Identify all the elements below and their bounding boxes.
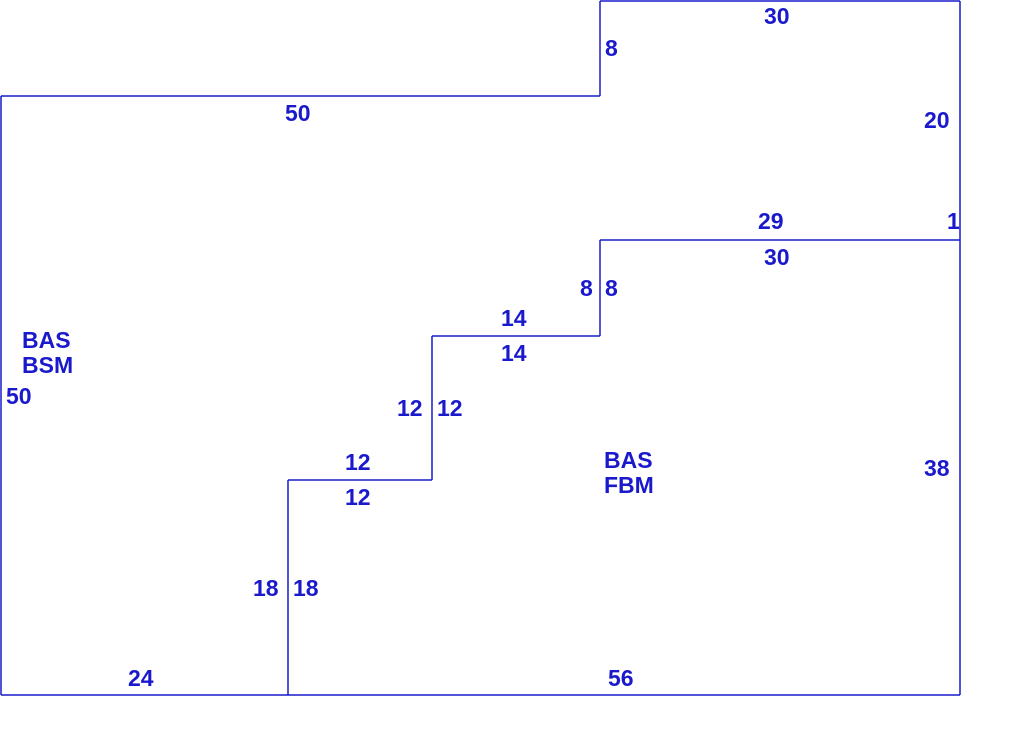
dimension-label-upper-left-step: 8 (605, 35, 618, 61)
dimension-label-step4-lower: 12 (345, 484, 371, 510)
dimension-label-step3-right: 12 (437, 395, 463, 421)
dimension-label-step1-right: 8 (605, 275, 618, 301)
area-label-fbm-line2: FBM (604, 472, 654, 498)
dimension-label-left-side: 50 (6, 383, 32, 409)
dimension-label-step5-left: 18 (253, 575, 279, 601)
area-label-bsm-line2: BSM (22, 352, 73, 378)
dimension-label-right-lower: 38 (924, 455, 950, 481)
dimension-label-bottom-left: 24 (128, 665, 154, 691)
dimension-label-bottom-right: 56 (608, 665, 634, 691)
dimension-label-step3-left: 12 (397, 395, 423, 421)
area-label-bsm-line1: BAS (22, 327, 71, 353)
dimension-label-right-upper: 20 (924, 107, 950, 133)
dimension-label-step2-lower: 14 (501, 340, 527, 366)
dimension-label-mid-lower: 30 (764, 244, 790, 270)
dimension-label-mid-upper: 29 (758, 208, 784, 234)
dimension-label-step1-left: 8 (580, 275, 593, 301)
dimension-label-top-upper: 30 (764, 3, 790, 29)
dimension-label-step2-upper: 14 (501, 305, 527, 331)
dimension-label-step4-upper: 12 (345, 449, 371, 475)
dimension-label-right-gap: 1 (947, 208, 960, 234)
dimension-label-step5-right: 18 (293, 575, 319, 601)
area-label-fbm-line1: BAS (604, 447, 653, 473)
dimension-label-top-left: 50 (285, 100, 311, 126)
